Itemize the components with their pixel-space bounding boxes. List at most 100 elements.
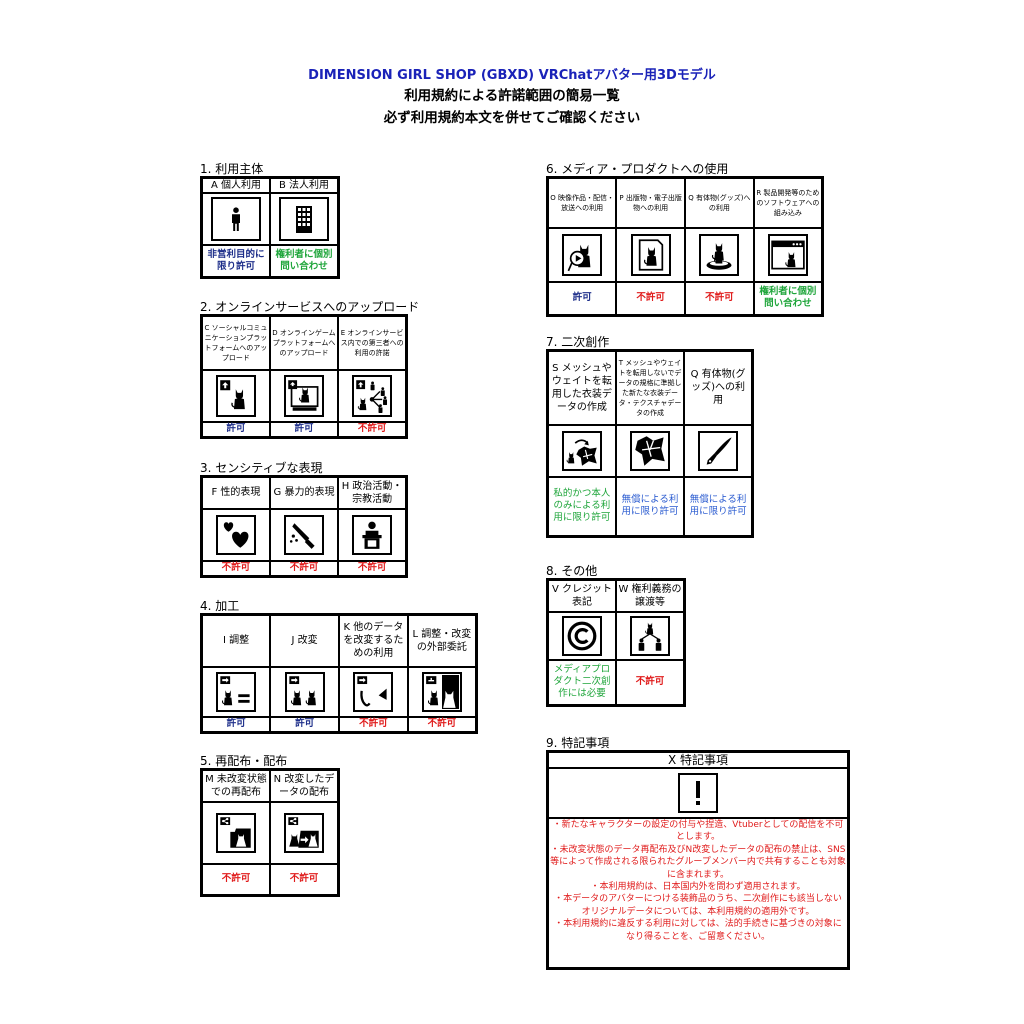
distribute-modified-icon [284, 812, 324, 853]
status-d: 許可 [268, 420, 340, 439]
section-title: 2. オンラインサービスへのアップロード [200, 300, 420, 314]
item-label-q2: Q 有体物(グッズ)への利用 [683, 349, 754, 426]
item-label-a: A 個人利用 [200, 176, 271, 194]
section-special-notes: 9. 特記事項 X 特記事項 ・新たなキャラクターの設定の付与や捏造、Vtube… [546, 736, 850, 970]
redistribute-icon [216, 812, 256, 853]
section-title: 6. メディア・プロダクトへの使用 [546, 162, 729, 176]
video-icon [562, 233, 603, 276]
status-n: 不許可 [269, 862, 340, 897]
status-g: 不許可 [268, 559, 340, 578]
status-f: 不許可 [200, 559, 271, 578]
page-subtitle: 利用規約による許諾範囲の簡易一覧 [404, 88, 620, 104]
permission-table: V クレジット表記 W 権利義務の譲渡等 メディアプロダクト二次創作には必要 不… [546, 578, 686, 707]
upload-game-icon [283, 374, 324, 417]
item-label-g: G 暴力的表現 [268, 475, 340, 510]
outsource-icon [421, 671, 462, 712]
status-s: 私的かつ本人のみによる利用に限り許可 [546, 475, 617, 538]
permission-table: A 個人利用 B 法人利用 非営利目的に限り許可 権利者に個別問い合わせ [200, 176, 340, 279]
note-item: ・未改変状態のデータ再配布及びN改変したデータの配布の禁止は、SNS等によって作… [550, 844, 846, 880]
section-title: 5. 再配布・配布 [200, 754, 288, 768]
special-notes-body: ・新たなキャラクターの設定の付与や捏造、Vtuberとしての配信を不可とします。… [546, 817, 850, 969]
item-label-s: S メッシュやウェイトを転用した衣装データの作成 [546, 349, 617, 426]
permission-table: C ソーシャルコミュニケーションプラットフォームへのアップロード D オンライン… [200, 314, 408, 439]
status-r: 権利者に個別問い合わせ [752, 280, 824, 317]
hearts-icon [215, 514, 256, 555]
section-title: 7. 二次創作 [546, 335, 610, 349]
item-label-e: E オンラインサービス内での第三者への利用の許諾 [337, 314, 408, 371]
item-label-m: M 未改変状態での再配布 [200, 768, 271, 803]
section-other: 8. その他 V クレジット表記 W 権利義務の譲渡等 メディアプロダクト二次創… [546, 564, 686, 707]
note-item: ・本データのアバターにつける装飾品のうち、二次創作にも該当しないオリジナルデータ… [554, 894, 842, 917]
copyright-icon [562, 615, 602, 656]
exclamation-icon [678, 773, 718, 813]
section-title: 3. センシティブな表現 [200, 461, 323, 475]
status-q2: 無償による利用に限り許可 [683, 475, 754, 538]
transfer-rights-icon [630, 615, 670, 656]
section-title: 1. 利用主体 [200, 162, 264, 176]
item-label-n: N 改変したデータの配布 [269, 768, 340, 803]
note-item: ・新たなキャラクターの設定の付与や捏造、Vtuberとしての配信を不可とします。 [552, 820, 844, 843]
status-o: 許可 [546, 280, 618, 317]
costume-convert-icon [561, 430, 602, 471]
item-label-b: B 法人利用 [269, 176, 340, 194]
section-derivative-works: 7. 二次創作 S メッシュやウェイトを転用した衣装データの作成 T メッシュや… [546, 335, 754, 538]
item-label-c: C ソーシャルコミュニケーションプラットフォームへのアップロード [200, 314, 271, 371]
special-notes-table: X 特記事項 ・新たなキャラクターの設定の付与や捏造、Vtuberとしての配信を… [546, 750, 850, 970]
item-label-h: H 政治活動・宗教活動 [337, 475, 408, 510]
section-processing: 4. 加工 I 調整 J 改変 K 他のデータを改変するための利用 L 調整・改… [200, 599, 478, 734]
status-a: 非営利目的に限り許可 [200, 244, 271, 278]
note-item: ・本利用規約に違反する利用に対しては、法的手続きに基づきの対象になり得ることを、… [554, 919, 842, 942]
section-title: 8. その他 [546, 564, 598, 578]
page-notice: 必ず利用規約本文を併せてご確認ください [383, 110, 641, 126]
status-p: 不許可 [615, 280, 686, 317]
permission-table: S メッシュやウェイトを転用した衣装データの作成 T メッシュやウェイトを転用し… [546, 349, 754, 538]
item-label-k: K 他のデータを改変するための利用 [338, 613, 409, 668]
section-usage-subject: 1. 利用主体 A 個人利用 B 法人利用 非営利目的に限り許可 権利者に個別問… [200, 162, 340, 279]
pen-icon [698, 430, 739, 471]
section-title: 9. 特記事項 [546, 736, 610, 750]
section-sensitive: 3. センシティブな表現 F 性的表現 G 暴力的表現 H 政治活動・宗教活動 … [200, 461, 408, 578]
status-v: メディアプロダクト二次創作には必要 [546, 658, 617, 707]
status-w: 不許可 [615, 658, 686, 707]
item-label-r: R 製品開発等のためのソフトウェアへの組み込み [752, 176, 824, 229]
item-label-d: D オンラインゲームプラットフォームへのアップロード [268, 314, 340, 371]
item-label-q: Q 有体物(グッズ)への利用 [684, 176, 755, 229]
person-icon [211, 197, 261, 241]
item-label-p: P 出版物・電子出版物への利用 [615, 176, 686, 229]
status-e: 不許可 [337, 420, 408, 439]
status-l: 不許可 [406, 715, 478, 734]
item-label-o: O 映像作品・配信・放送への利用 [546, 176, 618, 229]
section-online-upload: 2. オンラインサービスへのアップロード C ソーシャルコミュニケーションプラッ… [200, 300, 419, 439]
section-redistribution: 5. 再配布・配布 M 未改変状態での再配布 N 改変したデータの配布 不許可 … [200, 754, 340, 897]
permission-table: O 映像作品・配信・放送への利用 P 出版物・電子出版物への利用 Q 有体物(グ… [546, 176, 824, 317]
software-window-icon [767, 233, 808, 276]
status-b: 権利者に個別問い合わせ [269, 244, 340, 278]
note-item: ・本利用規約は、日本国内外を問わず適用されます。 [590, 882, 806, 893]
publication-icon [630, 233, 671, 276]
parts-use-icon [353, 671, 394, 712]
status-j: 許可 [269, 715, 340, 734]
section-media-products: 6. メディア・プロダクトへの使用 O 映像作品・配信・放送への利用 P 出版物… [546, 162, 824, 317]
status-q: 不許可 [684, 280, 755, 317]
item-label-t: T メッシュやウェイトを転用しないでデータの規格に準拠した新たな衣装データ・テク… [614, 349, 686, 426]
item-label-l: L 調整・改変の外部委託 [406, 613, 478, 668]
permission-table: F 性的表現 G 暴力的表現 H 政治活動・宗教活動 不許可 不許可 不許可 [200, 475, 408, 578]
page-title-shop: DIMENSION GIRL SHOP (GBXD) VRChatアバター用3D… [308, 68, 716, 83]
podium-icon [352, 514, 393, 555]
permission-table: M 未改変状態での再配布 N 改変したデータの配布 不許可 不許可 [200, 768, 340, 897]
status-h: 不許可 [337, 559, 408, 578]
knife-icon [283, 514, 324, 555]
upload-sns-icon [215, 374, 256, 417]
status-c: 許可 [200, 420, 271, 439]
office-building-icon [279, 197, 329, 241]
status-i: 許可 [200, 715, 272, 734]
adjust-icon [216, 671, 257, 712]
status-k: 不許可 [338, 715, 409, 734]
item-label-v: V クレジット表記 [546, 578, 617, 613]
special-notes-header: X 特記事項 [546, 750, 850, 769]
figure-goods-icon [699, 233, 740, 276]
costume-new-icon [629, 430, 670, 471]
status-m: 不許可 [200, 862, 271, 897]
permission-table: I 調整 J 改変 K 他のデータを改変するための利用 L 調整・改変の外部委託… [200, 613, 478, 734]
item-label-w: W 権利義務の譲渡等 [615, 578, 686, 613]
